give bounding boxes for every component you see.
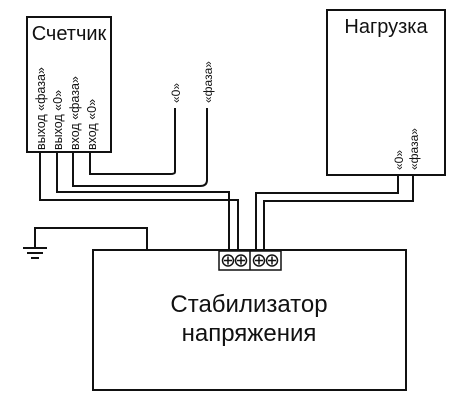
meter-in-phase-label: вход «фаза» [68,76,82,150]
load-title: Нагрузка [344,16,428,38]
wire-meter-out-phase [39,152,239,250]
load-zero-label: «0» [392,150,406,170]
stabilizer-box: Стабилизатор напряжения [92,249,407,391]
terminal-screw [265,254,279,267]
stabilizer-title-line2: напряжения [182,320,317,347]
terminal-screw [234,254,248,267]
stabilizer-title-line1: Стабилизатор [170,291,327,318]
terminal-block [218,250,282,271]
load-box: Нагрузка «0» «фаза» [326,9,446,176]
ground-symbol [23,227,148,259]
terminal-screw [252,254,266,267]
wire-supply-zero [89,108,176,175]
meter-out-phase-label: выход «фаза» [34,67,48,150]
wire-load-phase [263,175,414,250]
wire-meter-out-zero [56,152,230,250]
meter-title: Счетчик [32,23,107,45]
meter-in-zero-label: вход «0» [85,99,99,150]
wire-supply-phase [72,108,208,187]
load-phase-label: «фаза» [407,128,421,170]
wire-load-zero [255,175,399,250]
meter-box: Счетчик выход «фаза» выход «0» вход «фаз… [26,16,112,153]
meter-out-zero-label: выход «0» [51,90,65,150]
supply-lines: «0» «фаза» [72,61,215,187]
supply-phase-label: «фаза» [201,61,215,103]
terminal-screw [221,254,235,267]
supply-zero-label: «0» [169,83,183,103]
